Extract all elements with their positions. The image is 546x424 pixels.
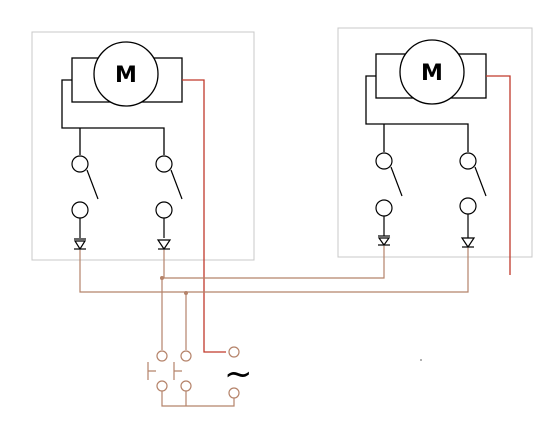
control-buttons xyxy=(147,346,240,407)
button-1-bottom-terminal xyxy=(156,380,168,392)
supply-terminal-bottom xyxy=(228,387,240,399)
motor-label-left: M xyxy=(115,63,137,88)
supply-terminal-top xyxy=(228,346,240,358)
junction-dot-2 xyxy=(184,291,188,295)
red-wire-right xyxy=(486,75,511,275)
bus-upper xyxy=(163,246,385,279)
stray-dot xyxy=(420,359,422,361)
motor-unit-left: M xyxy=(31,31,255,353)
switch-left-1 xyxy=(71,155,99,238)
switch-right-1 xyxy=(375,152,403,236)
interconnect-wiring xyxy=(79,246,469,350)
motor-circle-left xyxy=(93,41,159,107)
black-wire-right xyxy=(365,75,469,152)
diode-right-2 xyxy=(460,237,476,249)
button-2-actuator xyxy=(173,362,182,380)
switch-right-2 xyxy=(459,152,487,238)
button-1-top-terminal xyxy=(156,350,168,362)
button-2-top-terminal xyxy=(180,350,192,362)
black-wire-left xyxy=(61,79,165,155)
bus-lower xyxy=(79,248,469,293)
diode-left-1 xyxy=(73,238,87,251)
ac-supply-symbol: ~ xyxy=(224,354,253,394)
motor-label-right: M xyxy=(421,61,443,86)
diode-right-1 xyxy=(377,235,391,247)
button-1-actuator xyxy=(147,362,156,380)
motor-unit-right: M xyxy=(337,27,533,275)
red-wire-left xyxy=(182,79,226,353)
common-return-wire xyxy=(161,391,235,407)
diode-left-2 xyxy=(156,239,172,251)
switch-left-2 xyxy=(155,155,183,238)
unit-frame-left xyxy=(31,31,255,261)
button-2-bottom-terminal xyxy=(180,380,192,392)
junction-dot-1 xyxy=(160,276,164,280)
unit-frame-right xyxy=(337,27,533,258)
motor-circle-right xyxy=(399,39,465,105)
